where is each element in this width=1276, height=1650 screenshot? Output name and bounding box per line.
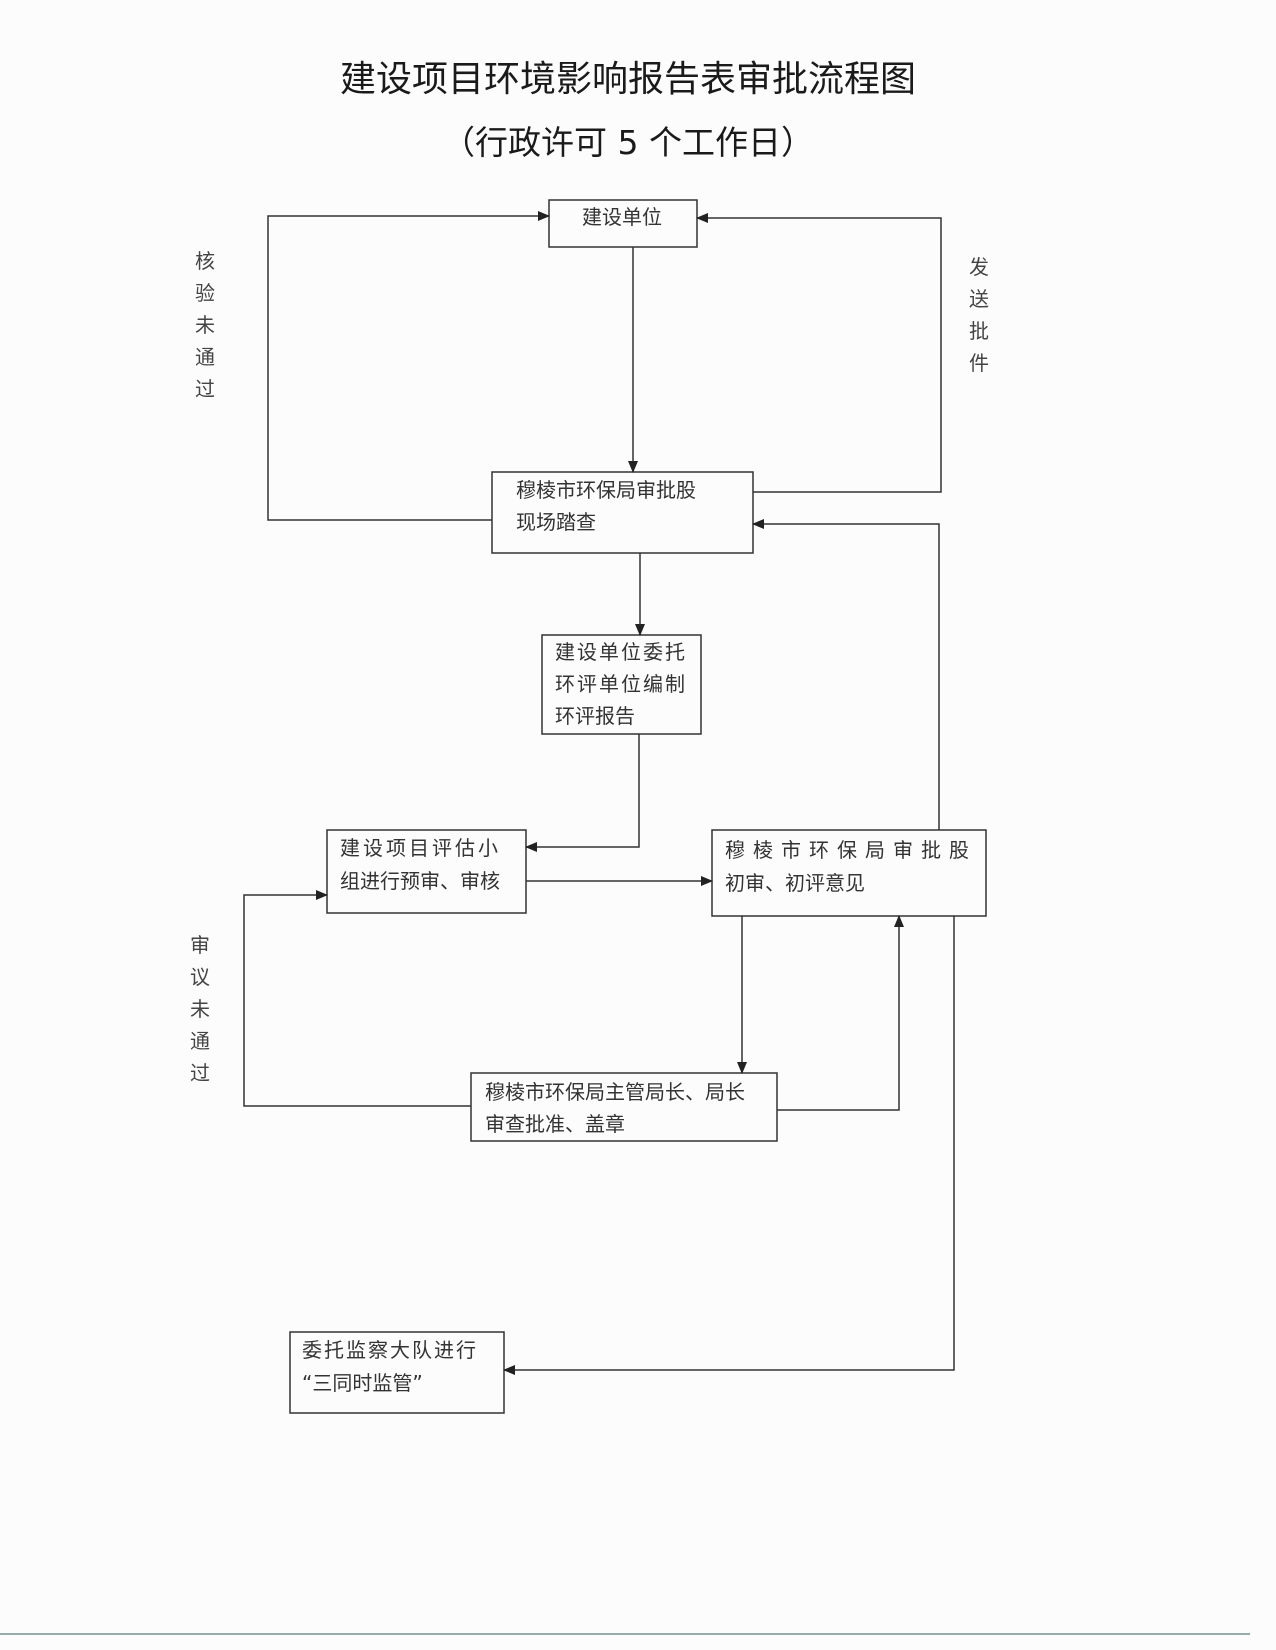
box-eia-prep	[541, 634, 702, 735]
box-director-approval	[470, 1072, 778, 1142]
label-verify-failed-4: 通	[195, 345, 215, 369]
box-eia-prep-text-1: 建设单位委托	[555, 640, 687, 664]
arrow-verify-failed	[267, 211, 550, 521]
box-site-check	[491, 471, 754, 554]
box-builder-text: 建设单位	[582, 205, 662, 229]
box-site-check-text-1: 穆棱市环保局审批股	[516, 478, 696, 502]
arrow-initial-to-supervision	[503, 916, 955, 1375]
arrow-send-approval	[696, 213, 942, 493]
arrow-initial-to-site-check	[752, 519, 940, 830]
label-send-approval-1: 发	[969, 255, 989, 279]
box-pre-review	[326, 829, 527, 914]
label-review-failed-1: 审	[190, 933, 210, 957]
box-site-check-text-2: 现场踏查	[516, 510, 596, 534]
box-director-text-2: 审查批准、盖章	[485, 1112, 625, 1136]
label-verify-failed-5: 过	[195, 377, 215, 401]
label-review-failed-4: 通	[190, 1029, 210, 1053]
box-initial-review	[711, 829, 987, 917]
box-initial-review-text-2: 初审、初评意见	[725, 871, 865, 895]
arrow-director-to-initial	[777, 915, 904, 1111]
box-pre-review-text-1: 建设项目评估小	[340, 836, 501, 860]
label-review-failed-2: 议	[190, 965, 210, 989]
page-title: 建设项目环境影响报告表审批流程图	[339, 59, 916, 100]
label-review-failed-3: 未	[190, 997, 210, 1021]
page-subtitle: （行政许可 5 个工作日）	[442, 123, 814, 162]
box-director-text-1: 穆棱市环保局主管局长、局长	[485, 1080, 745, 1104]
label-send-approval-4: 件	[969, 351, 989, 375]
label-review-failed-5: 过	[190, 1061, 210, 1085]
arrow-review-failed	[243, 890, 471, 1107]
box-eia-prep-text-3: 环评报告	[555, 704, 635, 728]
box-builder	[548, 199, 698, 248]
label-verify-failed-2: 验	[195, 281, 215, 305]
box-initial-review-text-1: 穆棱市环保局审批股	[725, 838, 977, 862]
label-verify-failed-3: 未	[195, 313, 215, 337]
page-bottom-rule	[0, 1633, 1250, 1635]
box-supervision-text-1: 委托监察大队进行	[302, 1338, 478, 1362]
arrow-eia-to-pre-review	[525, 734, 640, 852]
label-send-approval-3: 批	[969, 319, 989, 343]
box-eia-prep-text-2: 环评单位编制	[555, 672, 687, 696]
box-pre-review-text-2: 组进行预审、审核	[340, 869, 500, 893]
label-send-approval-2: 送	[969, 287, 989, 311]
box-supervision-text-2: “三同时监管”	[302, 1371, 423, 1395]
label-verify-failed-1: 核	[195, 249, 215, 273]
